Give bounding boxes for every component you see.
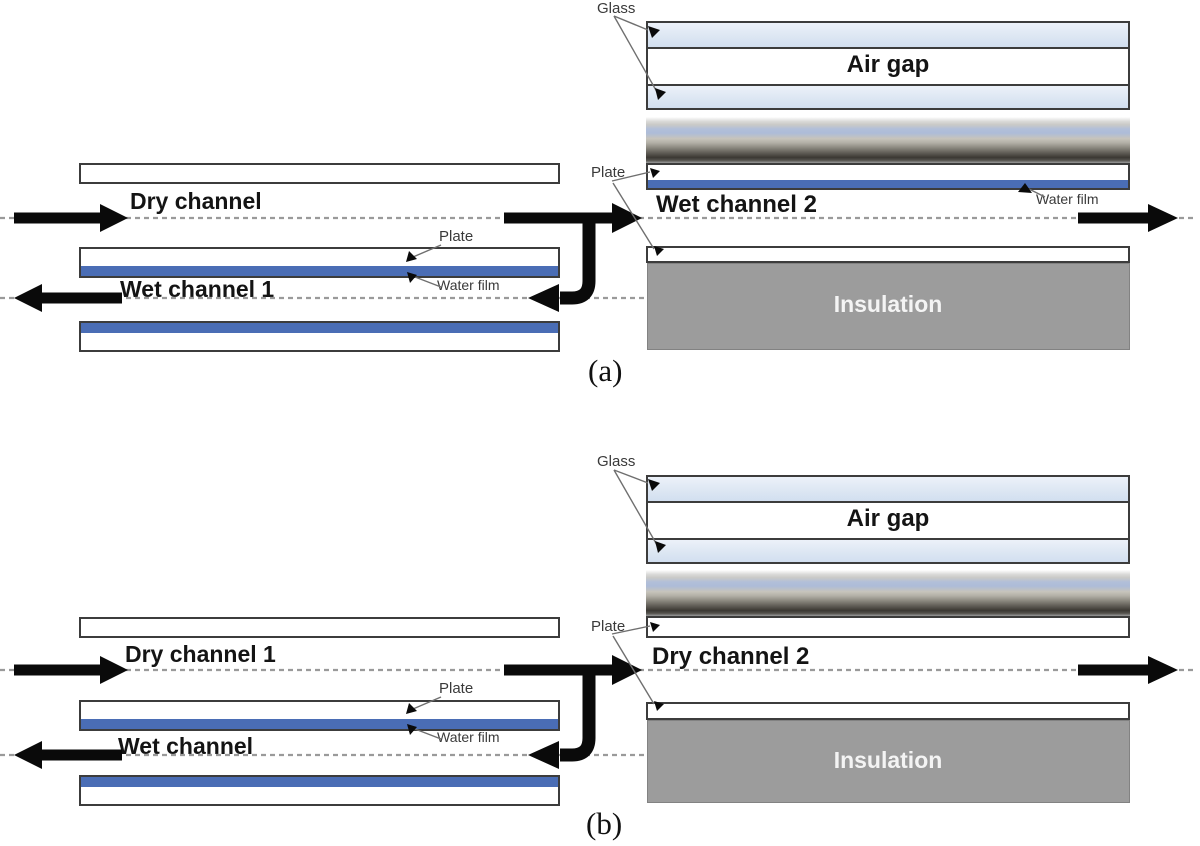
b-leader-lines [406, 469, 666, 740]
a-wet2-top-plate [646, 163, 1130, 190]
b-water-film-mid-label: Water film [437, 729, 500, 745]
b-insulation-block [647, 720, 1130, 803]
b-outlet-arrow-right-head [1148, 656, 1178, 684]
b-caption: (b) [586, 806, 623, 841]
a-insulation-plate [646, 246, 1130, 263]
b-air-gap [648, 503, 1128, 540]
a-air-gap-label: Air gap [846, 51, 930, 78]
b-dry1-top-plate [79, 617, 560, 638]
a-middle-plate-body [81, 249, 558, 266]
a-water-film-mid-label: Water film [437, 277, 500, 293]
b-inlet-arrow-head [100, 656, 128, 684]
a-wet1-outlet-arrow-head [14, 284, 42, 312]
a-uturn-connector [560, 222, 596, 305]
b-dry-channel-1-label: Dry channel 1 [125, 641, 276, 667]
b-dry2-top-plate [646, 616, 1130, 638]
a-wet2-water-film [648, 180, 1128, 188]
b-air-gap-label: Air gap [846, 505, 930, 532]
a-bottom-plate [79, 321, 560, 352]
a-dry-channel-top-plate [79, 163, 560, 184]
b-plate-mid-label: Plate [439, 680, 474, 697]
a-glass-label: Glass [597, 0, 636, 17]
a-air-gap [648, 49, 1128, 86]
b-bottom-plate-water-film [81, 777, 558, 787]
a-glass-pane-top [648, 23, 1128, 49]
b-middle-plate-water-film [81, 719, 558, 729]
a-uturn-arrow-head-left [528, 284, 559, 312]
b-dry-channel-2-label: Dry channel 2 [652, 643, 810, 670]
a-bottom-plate-body [81, 333, 558, 350]
b-insulation-label: Insulation [833, 747, 943, 773]
a-glass-pane-bottom [648, 86, 1128, 108]
a-outlet-arrow-right-head [1148, 204, 1178, 232]
a-plate-mid-label: Plate [439, 228, 474, 245]
a-insulation-label: Insulation [833, 291, 943, 317]
b-middle-plate-body [81, 702, 558, 719]
b-wet-channel-label: Wet channel [118, 733, 254, 759]
a-dry-channel-label: Dry channel [130, 188, 262, 214]
b-plate-right-label: Plate [591, 618, 626, 635]
b-uturn-connector [560, 674, 596, 762]
b-insulation-plate [646, 702, 1130, 720]
a-middle-plate-water-film [81, 266, 558, 276]
a-wet2-plate-body [648, 165, 1128, 180]
b-glass-assembly [646, 475, 1130, 564]
b-plate-right-leader-2 [612, 635, 655, 705]
a-bottom-plate-water-film [81, 323, 558, 333]
a-middle-plate [79, 247, 560, 278]
a-plate-right-leader-2 [612, 182, 655, 250]
a-turn-arrow-head-right [612, 203, 642, 233]
a-wet-channel-1-label: Wet channel 1 [120, 276, 275, 302]
a-caption: (a) [588, 353, 623, 388]
b-glass-pane-top [648, 477, 1128, 503]
a-wet-channel-2-label: Wet channel 2 [656, 191, 817, 218]
a-absorber-plate-gradient [646, 117, 1130, 163]
a-insulation-block [647, 263, 1130, 350]
a-plate-right-label: Plate [591, 164, 626, 181]
b-bottom-plate-body [81, 787, 558, 804]
b-uturn-arrow-head-left [528, 741, 559, 769]
b-glass-leader-1 [613, 469, 649, 484]
b-turn-arrow-head-right [612, 655, 642, 685]
a-water-film-right-label: Water film [1036, 191, 1099, 207]
a-glass-leader-1 [613, 15, 649, 31]
b-bottom-plate [79, 775, 560, 806]
b-absorber-plate-gradient [646, 570, 1130, 616]
a-glass-assembly [646, 21, 1130, 110]
a-inlet-arrow-head [100, 204, 128, 232]
b-middle-plate [79, 700, 560, 731]
b-wet-outlet-arrow-head [14, 741, 42, 769]
b-glass-label: Glass [597, 453, 636, 470]
b-glass-pane-bottom [648, 540, 1128, 562]
